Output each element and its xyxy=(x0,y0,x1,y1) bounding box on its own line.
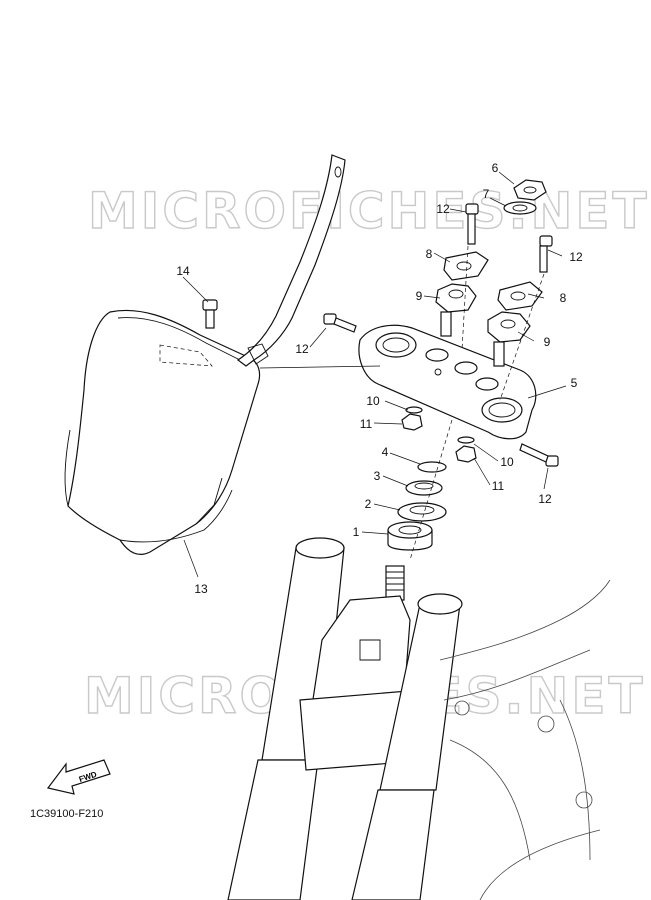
callout-6: 6 xyxy=(492,161,499,175)
handlebar-clamp-left xyxy=(435,251,489,337)
callout-10-right: 10 xyxy=(500,455,514,469)
callout-12-top: 12 xyxy=(436,202,450,216)
nut-11-right xyxy=(455,445,477,463)
callout-14: 14 xyxy=(176,264,190,278)
callout-12-right: 12 xyxy=(569,250,583,264)
frame xyxy=(439,579,611,900)
callout-7: 7 xyxy=(483,187,490,201)
bolt-14 xyxy=(202,299,218,329)
cover-2 xyxy=(397,502,447,522)
washer-7 xyxy=(503,201,537,215)
callout-12-lower: 12 xyxy=(538,492,552,506)
upper-bracket xyxy=(358,324,537,440)
callout-9-right: 9 xyxy=(544,335,551,349)
watermark-top: MICROFICHES.NET xyxy=(88,182,650,240)
figure-code: 1C39100-F210 xyxy=(30,808,103,820)
steering-stem xyxy=(385,565,405,601)
bolt-12-top xyxy=(465,203,479,245)
number-plate-strap xyxy=(159,154,346,367)
axis-line-2 xyxy=(499,273,545,401)
callout-10-left: 10 xyxy=(366,394,380,408)
axis-line-4 xyxy=(259,365,381,369)
washer-10-right xyxy=(457,436,475,444)
nut-11-left xyxy=(401,413,423,431)
callout-11-left: 11 xyxy=(360,417,373,431)
fork-tube-right xyxy=(351,593,463,900)
nut-6 xyxy=(513,179,547,201)
bolt-12-lower xyxy=(519,443,559,467)
callout-1: 1 xyxy=(353,525,360,539)
callout-11-right: 11 xyxy=(492,479,505,493)
number-plate xyxy=(64,309,261,555)
bolt-12-left xyxy=(323,313,357,333)
fwd-arrow-icon: FWD xyxy=(46,759,111,795)
ring-nut-3 xyxy=(405,480,443,496)
callout-12-left: 12 xyxy=(295,342,309,356)
callout-8-right: 8 xyxy=(560,291,567,305)
washer-10-left xyxy=(405,406,423,414)
bearing-1 xyxy=(387,521,433,551)
axis-line-3 xyxy=(409,419,453,561)
callout-13: 13 xyxy=(194,582,208,596)
leader-lines xyxy=(182,171,567,578)
handlebar-clamp-right xyxy=(487,281,543,367)
callout-9-left: 9 xyxy=(416,289,423,303)
callout-8-left: 8 xyxy=(426,247,433,261)
callout-3: 3 xyxy=(374,469,381,483)
bolt-12-right xyxy=(539,235,553,273)
callout-5: 5 xyxy=(571,376,578,390)
axis-line-1 xyxy=(461,245,469,351)
callout-2: 2 xyxy=(365,497,372,511)
callout-4: 4 xyxy=(382,445,389,459)
washer-4 xyxy=(417,461,447,473)
